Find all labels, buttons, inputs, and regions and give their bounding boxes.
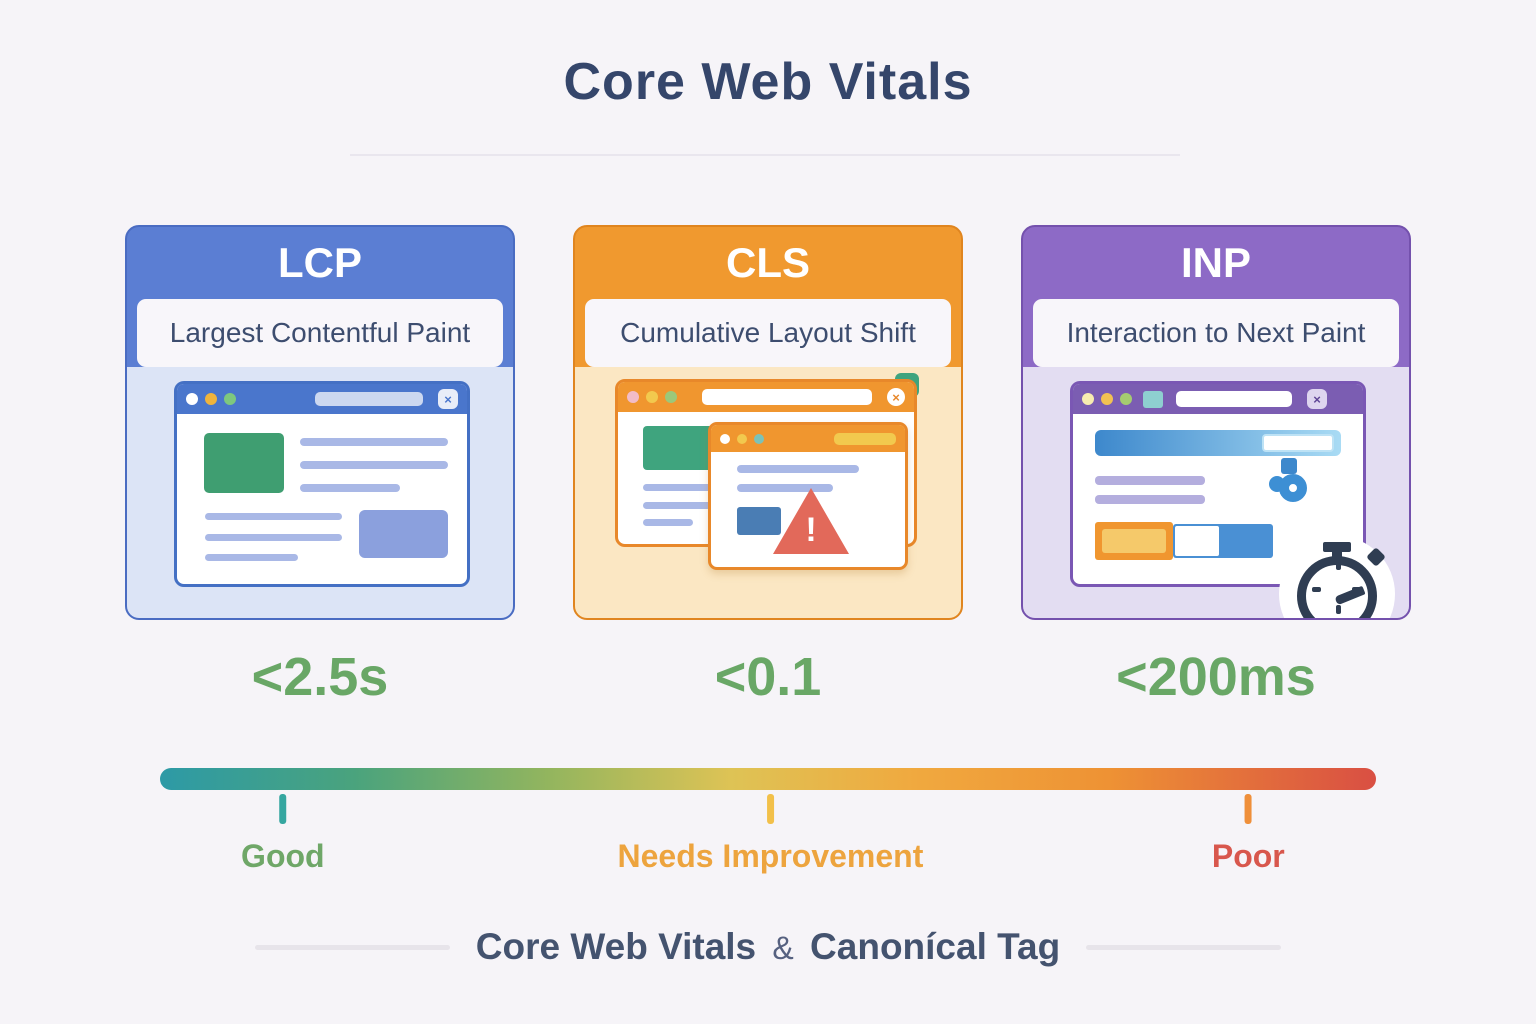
window-dot-icon [627,391,639,403]
browser-title-bar: × [177,384,467,414]
card-lcp: LCP Largest Contentful Paint × [125,225,515,620]
title-divider [350,154,1180,156]
stopwatch-tick [1336,561,1341,570]
footer: Core Web Vitals & Canonícal Tag [0,926,1536,968]
inp-threshold: <200ms [1116,647,1316,707]
scale-tick [766,794,774,824]
text-line [1095,476,1205,485]
address-bar [702,389,872,405]
browser-window-icon: × [174,381,470,587]
cls-threshold: <0.1 [714,647,822,707]
lcp-abbr: LCP [278,239,362,286]
gradient-bar [160,768,1376,790]
orange-block [1095,522,1173,560]
lcp-column: LCP Largest Contentful Paint × [125,225,515,708]
card-cls: CLS Cumulative Layout Shift × [573,225,963,620]
input-box [1262,434,1334,452]
browser-title-bar: × [1073,384,1363,414]
window-dot-icon [665,391,677,403]
lcp-illustration: × [127,367,513,618]
address-bar [315,392,423,406]
text-line [300,461,448,469]
window-dot-icon [754,433,764,444]
footer-divider-left [254,944,450,950]
footer-divider-right [1086,944,1282,950]
inp-column: INP Interaction to Next Paint × [1021,225,1411,708]
window-dot-icon [205,393,217,405]
warning-exclamation: ! [805,511,817,549]
text-line [1095,495,1205,504]
scale-item-poor: Poor [1212,794,1285,875]
scale-tick [279,794,287,824]
lcp-subtitle: Largest Contentful Paint [137,299,503,367]
text-line [737,484,833,492]
footer-title-left: Core Web Vitals [475,926,757,967]
window-dot-icon [646,391,658,403]
orange-block-inner [1102,529,1166,553]
browser-window-shifted-icon: ! [708,422,908,570]
progress-bar [1173,524,1273,558]
rating-scale: Good Needs Improvement Poor [160,768,1376,874]
page-title: Core Web Vitals [563,53,973,111]
click-ring-icon [1279,474,1307,502]
close-icon: × [1307,389,1327,409]
stopwatch-stem [1332,551,1342,560]
close-icon: × [438,389,458,409]
text-line [205,554,298,561]
lcp-threshold: <2.5s [251,647,389,707]
window-dot-icon [1120,393,1132,405]
hero-image-block [204,433,284,493]
inp-subtitle: Interaction to Next Paint [1033,299,1399,367]
address-bar [1176,391,1292,407]
scale-tick [1244,794,1252,824]
window-dot-icon [224,393,236,405]
stopwatch-tick [1312,587,1321,592]
window-dot-icon [1082,393,1094,405]
window-dot-icon [737,433,747,444]
window-dot-icon [720,433,730,444]
cards-row: LCP Largest Contentful Paint × [0,225,1536,708]
footer-title-right: Canonícal Tag [810,926,1061,967]
cls-subtitle: Cumulative Layout Shift [585,299,951,367]
text-line [643,502,711,509]
cls-column: CLS Cumulative Layout Shift × [573,225,963,708]
cls-abbr: CLS [726,239,810,286]
text-line [643,519,693,526]
scale-item-needs-improvement: Needs Improvement [617,794,923,875]
warning-icon: ! [773,488,849,554]
text-line [300,484,400,492]
stopwatch-tick [1336,605,1341,614]
text-line [737,465,859,473]
progress-segment [1175,526,1219,556]
button-block [359,510,448,558]
cls-illustration: × [575,367,961,618]
text-line [643,484,711,491]
footer-title: Core Web Vitals & Canonícal Tag [476,926,1060,968]
shifted-block [737,507,781,535]
browser-title-bar: × [618,382,914,412]
scale-label: Needs Improvement [617,838,924,874]
close-icon: × [887,388,905,406]
window-dot-icon [1101,393,1113,405]
scale-item-good: Good [241,794,325,875]
interaction-bar [1095,430,1341,456]
text-line [205,534,342,541]
text-line [205,513,342,520]
card-inp: INP Interaction to Next Paint × [1021,225,1411,620]
scale-label: Poor [1211,838,1285,874]
image-block [643,426,713,470]
tab-block [1143,390,1163,408]
inp-illustration: × [1023,367,1409,618]
stopwatch-button [1323,542,1351,552]
footer-ampersand: & [772,930,794,966]
browser-title-bar [711,425,905,452]
address-bar [834,432,896,445]
cursor-connector [1281,458,1297,474]
scale-label: Good [241,838,325,874]
inp-abbr: INP [1180,239,1251,286]
window-dot-icon [186,393,198,405]
text-line [300,438,448,446]
